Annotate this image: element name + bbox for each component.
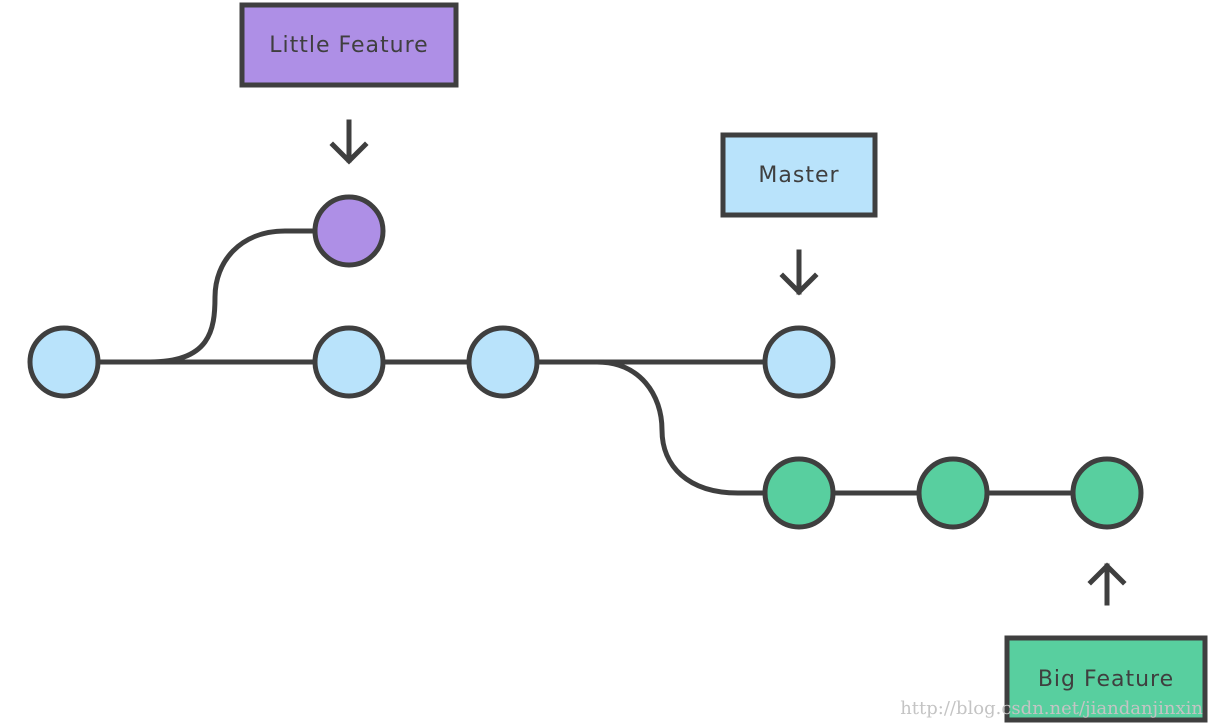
little-feature-label: Little Feature [239, 2, 459, 88]
master-label-text: Master [758, 163, 839, 188]
little-feature-commit-node [312, 194, 386, 268]
big-feature-label: Big Feature [1004, 635, 1208, 723]
master-commit-node [762, 325, 836, 399]
edge-little-feature-branch [147, 228, 352, 365]
big-feature-commit-node [1070, 456, 1144, 530]
master-commit-node [27, 325, 101, 399]
master-label-box [720, 132, 878, 218]
edge-big-feature-branch [594, 359, 802, 496]
master-commit-node [312, 325, 386, 399]
big-feature-commit-node [916, 456, 990, 530]
little-feature-label-box [239, 2, 459, 88]
big-feature-label-box [1004, 635, 1208, 723]
master-commit-node [466, 325, 540, 399]
big-feature-label-text: Big Feature [1038, 667, 1174, 692]
arrow-up-icon [1087, 562, 1127, 606]
commit-nodes [27, 194, 1144, 530]
master-label: Master [720, 132, 878, 218]
arrow-down-icon [779, 249, 819, 296]
big-feature-commit-node [762, 456, 836, 530]
watermark-text: http://blog.csdn.net/jiandanjinxin [900, 698, 1203, 719]
little-feature-label-text: Little Feature [269, 33, 428, 58]
edges [61, 228, 1110, 496]
arrow-down-icon [329, 119, 369, 165]
